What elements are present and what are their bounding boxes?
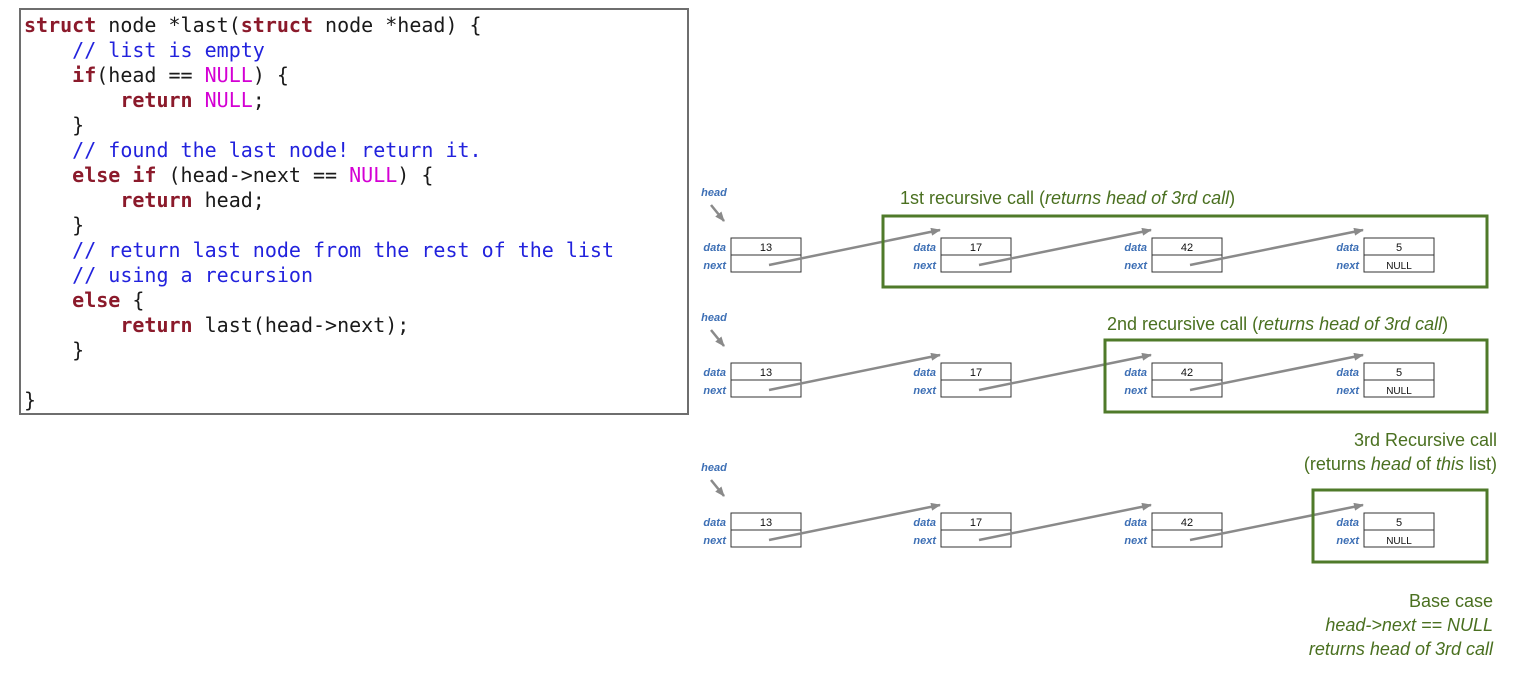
third-call-frame [1311,488,1489,564]
head-label: head [701,312,727,324]
node-value: 5 [1396,242,1402,254]
next-pointer-arrow [1189,227,1364,267]
next-pointer-arrow [1189,502,1364,542]
next-pointer-arrow [768,227,941,267]
next-pointer-arrow [768,352,941,392]
null-value: NULL [1386,536,1412,547]
code-line: return head; [120,188,265,212]
node-next-cell [1151,379,1223,398]
head-label: head [701,187,727,199]
null-value: NULL [1386,386,1412,397]
next-pointer-arrow [978,227,1152,267]
code-line: } [24,213,85,237]
code-line: if(head == NULL) { [72,63,289,87]
code-line: } [24,388,37,412]
code-line: // return last node from the rest of the… [72,238,615,262]
node-next-cell [1151,254,1223,273]
next-field-label: next [1336,535,1360,547]
null-value: NULL [1386,261,1412,272]
data-field-label: data [1336,517,1359,529]
node-value: 13 [760,517,772,529]
next-field-label: next [913,385,937,397]
node-next-cell [1363,529,1435,548]
node-next-cell [1363,379,1435,398]
node-next-cell [940,529,1012,548]
node-next-cell [1151,529,1223,548]
data-field-label: data [913,367,936,379]
node-value: 17 [970,517,982,529]
next-field-label: next [1336,385,1360,397]
second-call-frame [1103,338,1489,414]
next-field-label: next [1124,385,1148,397]
second-call-label: 2nd recursive call (returns head of 3rd … [1107,314,1449,334]
node-next-cell [730,254,802,273]
data-field-label: data [1336,242,1359,254]
node-next-cell [730,379,802,398]
code-panel: struct node *last(struct node *head) { /… [19,8,689,415]
node-next-cell [940,254,1012,273]
node-next-cell [730,529,802,548]
code-line: struct node *last(struct node *head) { [24,13,482,37]
next-field-label: next [1336,260,1360,272]
code-line: } [24,338,85,362]
data-field-label: data [703,242,726,254]
node-value: 42 [1181,242,1193,254]
next-field-label: next [703,535,727,547]
first-call-label: 1st recursive call (returns head of 3rd … [900,188,1236,208]
code-line: // using a recursion [72,263,313,287]
node-value: 13 [760,242,772,254]
third-call-label: 3rd Recursive call (returns head of this… [1303,430,1497,474]
code-line: return NULL; [120,88,265,112]
code-line: // list is empty [72,38,265,62]
code-line: } [24,113,85,137]
base-case-label: Base case head->next == NULL returns hea… [1308,591,1493,659]
next-pointer-arrow [768,502,941,542]
data-field-label: data [1124,367,1147,379]
head-pointer-arrow [710,204,725,222]
code-line: // found the last node! return it. [72,138,482,162]
node-next-cell [940,379,1012,398]
next-pointer-arrow [1189,352,1364,392]
first-call-frame [881,214,1489,289]
next-field-label: next [913,535,937,547]
next-field-label: next [1124,535,1148,547]
head-pointer-arrow [710,479,725,497]
node-value: 5 [1396,367,1402,379]
node-value: 5 [1396,517,1402,529]
next-field-label: next [703,260,727,272]
next-field-label: next [913,260,937,272]
node-value: 42 [1181,367,1193,379]
data-field-label: data [1124,517,1147,529]
data-field-label: data [1124,242,1147,254]
code-line: else if (head->next == NULL) { [72,163,434,187]
code-line: return last(head->next); [120,313,410,337]
data-field-label: data [703,517,726,529]
code-line: else { [72,288,145,312]
data-field-label: data [913,517,936,529]
next-pointer-arrow [978,352,1152,392]
node-value: 42 [1181,517,1193,529]
next-field-label: next [1124,260,1148,272]
node-value: 17 [970,367,982,379]
next-field-label: next [703,385,727,397]
head-pointer-arrow [710,329,725,347]
node-value: 13 [760,367,772,379]
node-next-cell [1363,254,1435,273]
next-pointer-arrow [978,502,1152,542]
head-label: head [701,462,727,474]
data-field-label: data [913,242,936,254]
node-value: 17 [970,242,982,254]
data-field-label: data [1336,367,1359,379]
data-field-label: data [703,367,726,379]
